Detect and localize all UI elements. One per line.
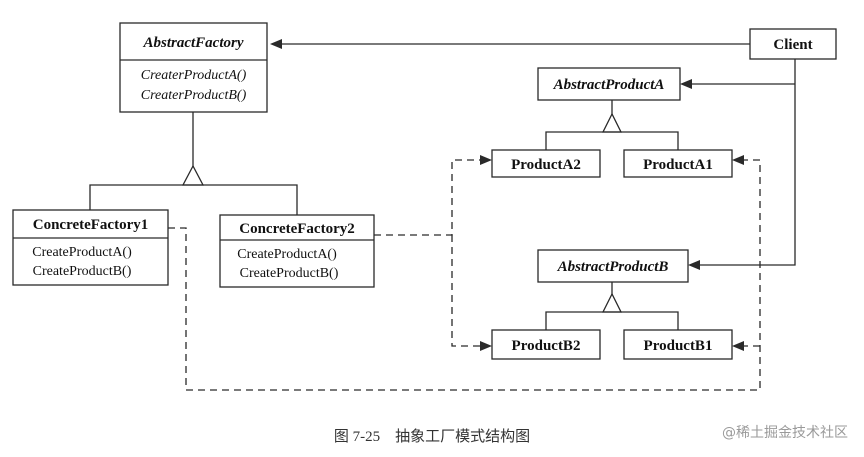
cf2-to-product-b2-arrow: [480, 341, 492, 351]
abstract-product-a-box: [537, 67, 681, 101]
abstract-factory-name: AbstractFactory: [143, 35, 244, 51]
concrete-factory2-class: ConcreteFactory2 CreateProductA() Create…: [219, 214, 375, 288]
concrete-factory2-name: ConcreteFactory2: [239, 221, 355, 237]
factory-inheritance-branches: [89, 184, 298, 215]
product-b2-class: ProductB2: [491, 329, 601, 360]
client-vertical-line: [700, 59, 796, 266]
concrete-factory1-method-a: CreateProductA(): [32, 245, 132, 260]
product-a2-box: [491, 149, 601, 178]
product-a-inheritance-triangle: [601, 112, 623, 133]
abstract-product-b-name: AbstractProductB: [557, 259, 669, 275]
product-a2-class: ProductA2: [491, 149, 601, 178]
product-b-inheritance-branches: [545, 311, 679, 330]
concrete-factory1-box: [12, 209, 169, 286]
abstract-factory-method-a: CreaterProductA(): [141, 68, 247, 83]
concrete-factory2-method-b: CreateProductB(): [240, 266, 339, 281]
cf2-to-product-a2-dash: [374, 159, 481, 236]
product-b1-class: ProductB1: [623, 329, 733, 360]
concrete-factory2-box: [219, 214, 375, 288]
abstract-factory-method-b: CreaterProductB(): [141, 88, 247, 103]
product-b1-box: [623, 329, 733, 360]
product-a-inheritance-branches: [545, 131, 679, 150]
connectors: [89, 39, 796, 391]
concrete-factory1-method-b: CreateProductB(): [33, 264, 132, 279]
cf1-to-product-a1-dash: [168, 159, 761, 391]
client-class: Client: [749, 28, 837, 60]
product-a1-name: ProductA1: [643, 157, 713, 173]
abstract-product-b-class: AbstractProductB: [537, 249, 689, 283]
product-a2-name: ProductA2: [511, 157, 581, 173]
client-box: [749, 28, 837, 60]
product-b2-name: ProductB2: [512, 338, 581, 354]
concrete-factory2-method-a: CreateProductA(): [237, 247, 337, 262]
abstract-factory-box: [119, 22, 268, 113]
product-b-inheritance-triangle: [601, 292, 623, 313]
client-to-product-a-arrow: [680, 79, 692, 89]
client-to-factory-arrow: [270, 39, 282, 49]
abstract-product-a-name: AbstractProductA: [553, 77, 665, 93]
concrete-factory1-class: ConcreteFactory1 CreateProductA() Create…: [12, 209, 169, 286]
client-name: Client: [773, 37, 812, 53]
cf2-to-product-a2-arrow: [480, 155, 492, 165]
cf2-to-product-b2-dash: [451, 235, 481, 347]
abstract-product-b-box: [537, 249, 689, 283]
watermark: @稀土掘金技术社区: [722, 425, 848, 441]
product-a1-box: [623, 149, 733, 178]
abstract-product-a-class: AbstractProductA: [537, 67, 681, 101]
product-b1-name: ProductB1: [644, 338, 713, 354]
product-a1-class: ProductA1: [623, 149, 733, 178]
cf1-to-product-b1-arrow: [732, 341, 744, 351]
client-to-product-b-arrow: [688, 260, 700, 270]
concrete-factory1-name: ConcreteFactory1: [33, 217, 149, 233]
figure-caption: 图 7-25 抽象工厂模式结构图: [334, 428, 530, 445]
cf1-to-product-a1-arrow: [732, 155, 744, 165]
abstract-factory-class: AbstractFactory CreaterProductA() Create…: [119, 22, 268, 113]
factory-inheritance-triangle: [181, 164, 205, 186]
product-b2-box: [491, 329, 601, 360]
